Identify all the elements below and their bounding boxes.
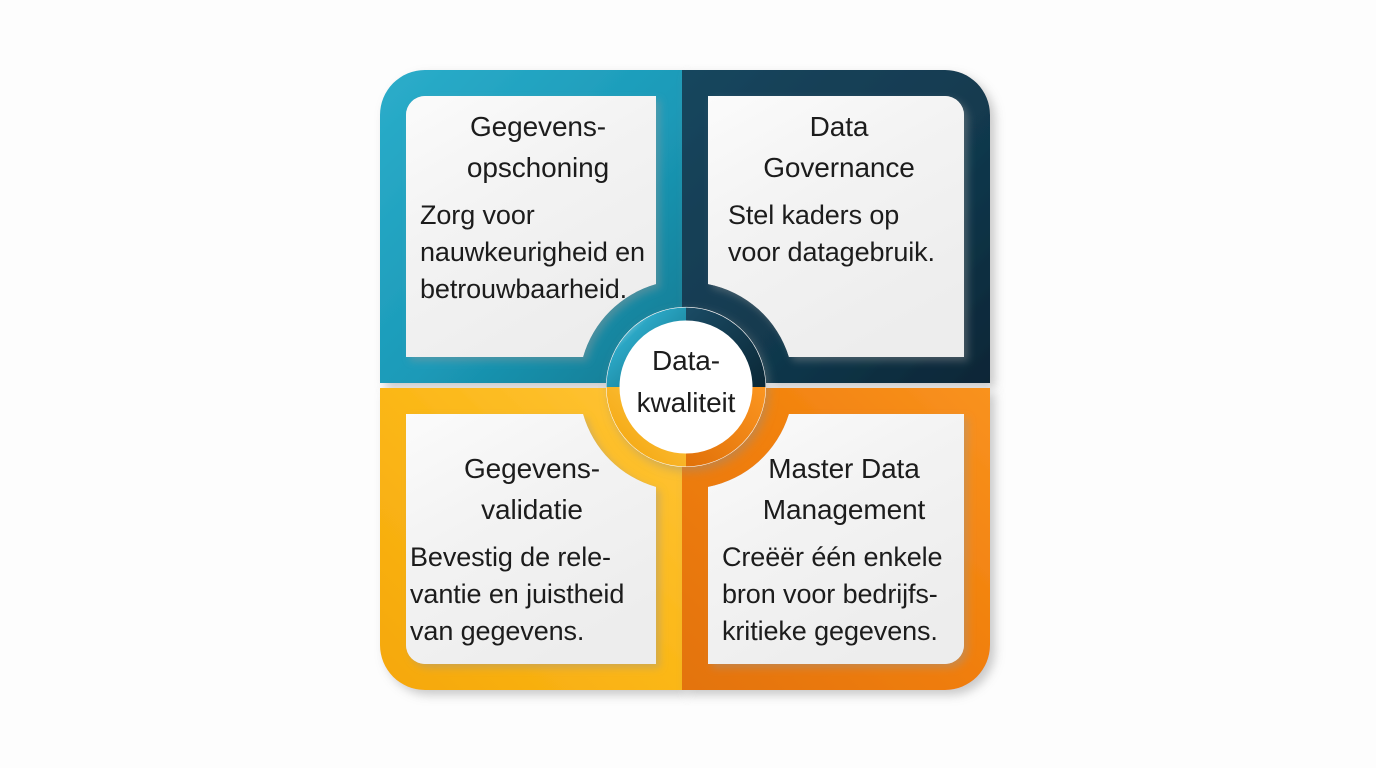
quadrant-frame-bottom-right: [682, 388, 990, 690]
quadrant-card-bottom-left: [406, 414, 656, 664]
center-hub: [606, 307, 766, 467]
hub-arc-top-right: [685, 307, 766, 388]
quadrant-card-top-left: [406, 96, 656, 357]
quadrant-frame-top-right: [682, 70, 990, 383]
quadrant-frame-top-left: [380, 70, 682, 383]
hub-arc-bottom-right: [685, 386, 766, 467]
center-hub-ring: [606, 307, 766, 467]
quadrant-card-bottom-right: [708, 414, 964, 664]
center-hub-fill: [606, 307, 766, 467]
quadrant-card-top-right: [708, 96, 964, 357]
quadrant-frame-bottom-left: [380, 388, 682, 690]
hub-arc-bottom-left: [606, 386, 687, 467]
hub-arc-top-left: [606, 307, 687, 388]
